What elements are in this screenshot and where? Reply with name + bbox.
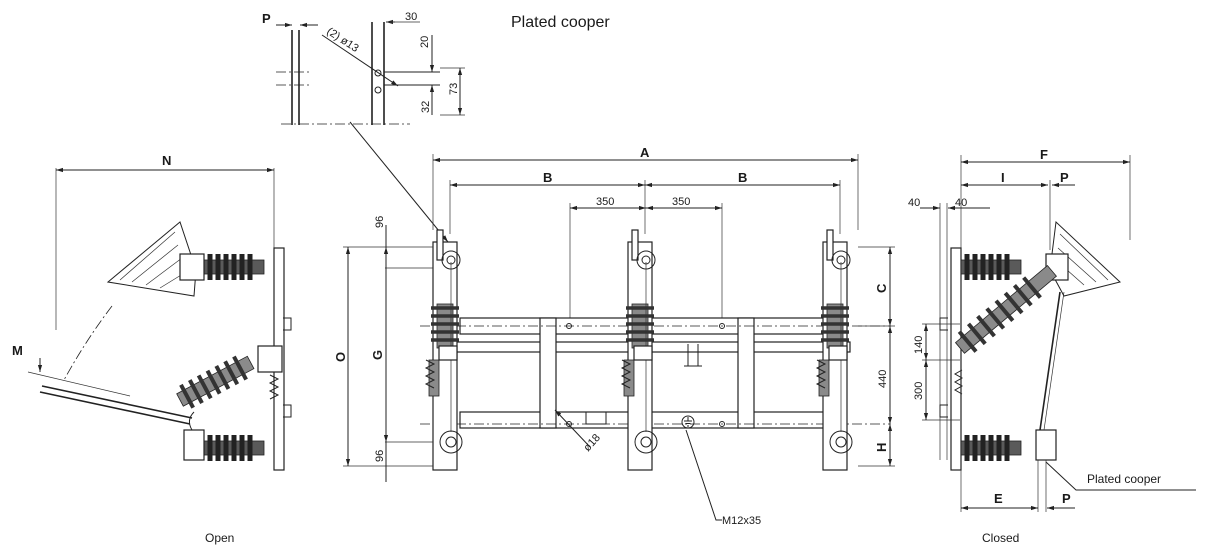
closed-dim-40-right: 40: [955, 197, 967, 209]
closed-dim-p-top: P: [1060, 170, 1069, 185]
front-dim-c: C: [874, 283, 889, 293]
closed-copper-note: Plated cooper: [1087, 472, 1161, 486]
front-dim-o: O: [333, 352, 348, 362]
detail-dim-20: 20: [419, 36, 431, 48]
front-dim-h: H: [874, 443, 889, 452]
front-bolt-note: M12x35: [722, 515, 761, 527]
closed-dim-140: 140: [913, 336, 925, 354]
closed-dim-i: I: [1001, 170, 1005, 185]
open-dim-n: N: [162, 153, 171, 168]
front-dim-96-top: 96: [374, 216, 386, 228]
open-caption: Open: [205, 531, 234, 545]
front-dim-b-left: B: [543, 170, 552, 185]
closed-dim-p-bottom: P: [1062, 491, 1071, 506]
closed-dim-e: E: [994, 491, 1003, 506]
front-dim-b-right: B: [738, 170, 747, 185]
front-dim-440: 440: [877, 370, 889, 388]
detail-dim-p: P: [262, 11, 271, 26]
closed-dim-f: F: [1040, 147, 1048, 162]
detail-dim-32: 32: [420, 101, 432, 113]
front-dim-96-bottom: 96: [374, 450, 386, 462]
detail-dim-30: 30: [405, 11, 417, 23]
earth-ground-icon: [681, 415, 695, 429]
front-dim-350-left: 350: [596, 196, 614, 208]
closed-dim-300: 300: [913, 382, 925, 400]
front-dim-a: A: [640, 145, 650, 160]
front-dim-g: G: [370, 350, 385, 360]
open-view: N M Open: [12, 153, 292, 545]
closed-dim-40-left: 40: [908, 197, 920, 209]
closed-view: F I P 40 40 140 300: [908, 147, 1196, 545]
front-dim-350-right: 350: [672, 196, 690, 208]
open-dim-m: M: [12, 343, 23, 358]
copper-detail-view: P 30 20 73 32 (2) ø13: [262, 11, 465, 243]
front-view: A B B 350 350: [333, 145, 895, 527]
closed-caption: Closed: [982, 531, 1019, 545]
front-hole-note: ø18: [581, 432, 603, 454]
detail-dim-73: 73: [448, 83, 460, 95]
copper-note-top: Plated cooper: [511, 14, 610, 31]
